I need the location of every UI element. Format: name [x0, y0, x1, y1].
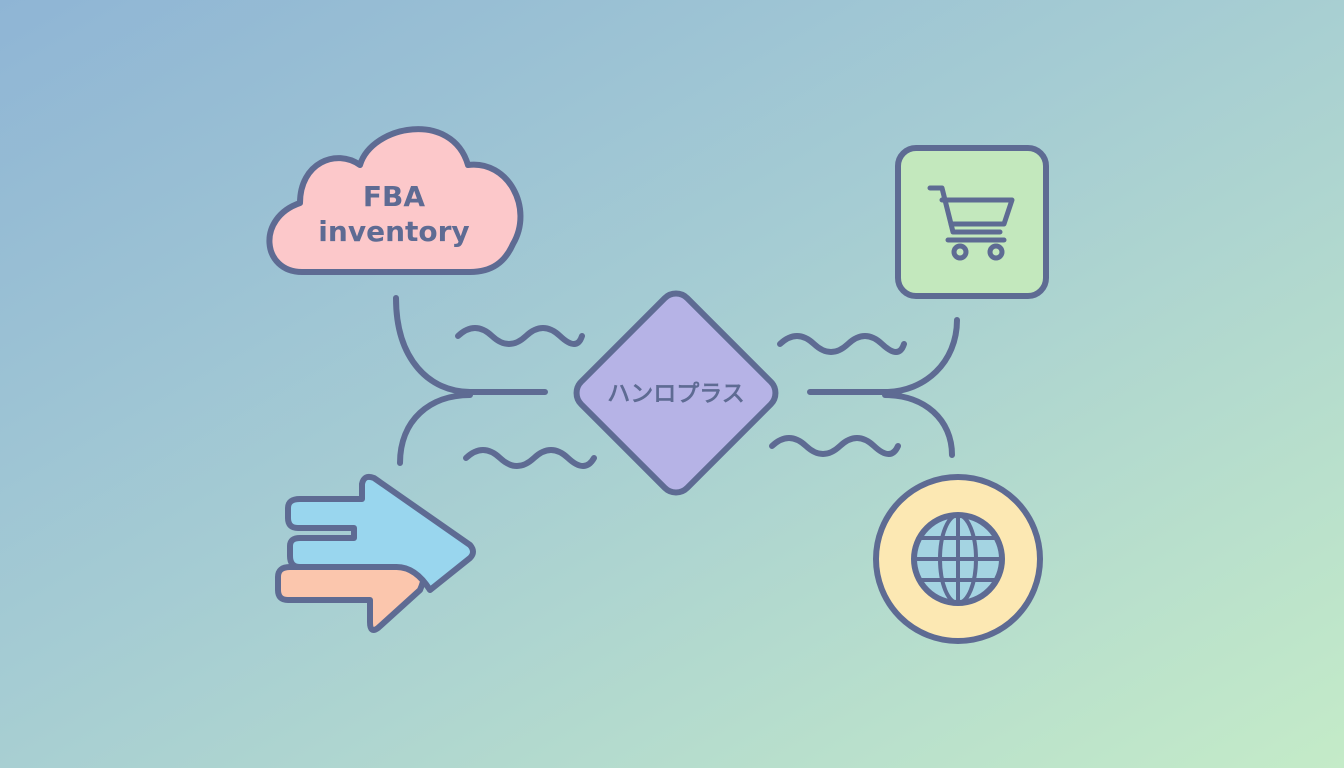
globe-node	[873, 474, 1043, 644]
connector-cloud-to-hub	[393, 295, 548, 395]
wave-decorations	[455, 325, 907, 469]
connector-hub-to-cart	[807, 317, 960, 395]
fba-inventory-label-line2: inventory	[318, 215, 469, 248]
arrow-top	[285, 473, 476, 593]
wave-right-bottom	[769, 435, 901, 457]
double-arrow-icon	[275, 473, 476, 633]
cart-node	[895, 145, 1049, 299]
connector-hub-to-globe	[882, 392, 955, 458]
fba-inventory-label-line1: FBA	[363, 180, 425, 213]
hub-diamond	[573, 290, 779, 496]
wave-left-top	[455, 325, 585, 347]
fba-inventory-node: FBA inventory	[266, 126, 524, 275]
wave-right-top	[777, 333, 907, 355]
hanlo-plus-hub-node: ハンロプラス	[573, 290, 779, 496]
globe-icon	[911, 512, 1005, 606]
hub-label: ハンロプラス	[607, 381, 745, 407]
wave-left-bottom	[463, 447, 597, 469]
shopping-cart-icon	[927, 185, 1015, 261]
connector-arrows-to-hub	[397, 392, 473, 466]
connectors	[393, 295, 960, 466]
cloud-icon	[266, 126, 524, 275]
